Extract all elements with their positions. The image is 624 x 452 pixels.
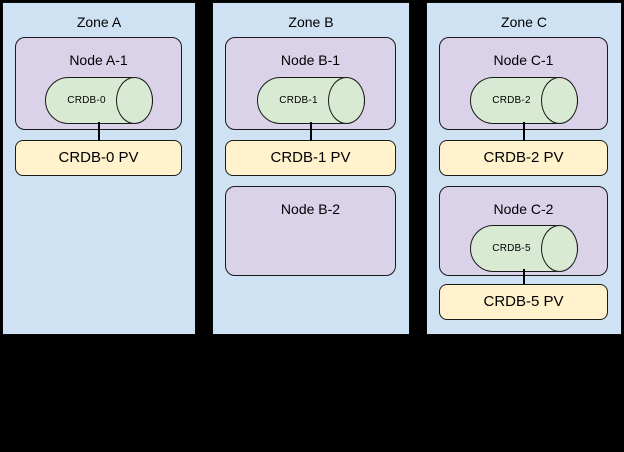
- cylinder-end-ellipse: [327, 77, 365, 124]
- zone-c-title: Zone C: [501, 14, 547, 30]
- zone-b: Zone B Node B-1 CRDB-1 CRDB-1 PV Node B-…: [212, 2, 410, 335]
- crdb-2-pv-label: CRDB-2 PV: [483, 149, 564, 166]
- node-c-2: Node C-2 CRDB-5: [439, 186, 608, 276]
- crdb-5-cylinder: CRDB-5: [469, 225, 578, 272]
- crdb-5-pv-label: CRDB-5 PV: [483, 293, 564, 310]
- node-a-1-title: Node A-1: [69, 52, 128, 68]
- connector-crdb-1-to-pv: [310, 122, 312, 141]
- crdb-0-pv: CRDB-0 PV: [15, 140, 182, 176]
- crdb-1-pv-label: CRDB-1 PV: [270, 149, 351, 166]
- crdb-2-cylinder-label: CRDB-2: [492, 95, 531, 106]
- crdb-2-pv: CRDB-2 PV: [439, 140, 608, 176]
- node-c-1-title: Node C-1: [493, 52, 554, 68]
- cylinder-end-ellipse: [540, 77, 578, 124]
- crdb-5-cylinder-label: CRDB-5: [492, 243, 531, 254]
- crdb-0-pv-label: CRDB-0 PV: [58, 149, 139, 166]
- connector-crdb-2-to-pv: [523, 122, 525, 141]
- crdb-2-cylinder: CRDB-2: [469, 77, 578, 124]
- node-b-1-title: Node B-1: [280, 52, 341, 68]
- node-c-1: Node C-1 CRDB-2: [439, 37, 608, 130]
- node-b-2-title: Node B-2: [280, 201, 341, 217]
- node-c-2-title: Node C-2: [493, 201, 554, 217]
- zone-a-title: Zone A: [76, 14, 122, 30]
- cylinder-end-ellipse: [115, 77, 153, 124]
- cylinder-end-ellipse: [540, 225, 578, 272]
- crdb-0-cylinder-label: CRDB-0: [67, 95, 106, 106]
- node-a-1: Node A-1 CRDB-0: [15, 37, 182, 130]
- crdb-5-pv: CRDB-5 PV: [439, 284, 608, 320]
- crdb-1-cylinder: CRDB-1: [256, 77, 365, 124]
- node-b-1: Node B-1 CRDB-1: [225, 37, 396, 130]
- zone-a: Zone A Node A-1 CRDB-0 CRDB-0 PV: [2, 2, 196, 335]
- crdb-1-pv: CRDB-1 PV: [225, 140, 396, 176]
- connector-crdb-5-to-pv: [523, 269, 525, 284]
- node-b-2: Node B-2: [225, 186, 396, 276]
- zone-b-title: Zone B: [288, 14, 334, 30]
- crdb-1-cylinder-label: CRDB-1: [279, 95, 318, 106]
- zone-c: Zone C Node C-1 CRDB-2 CRDB-2 PV Node C-…: [426, 2, 622, 335]
- crdb-0-cylinder: CRDB-0: [44, 77, 153, 124]
- connector-crdb-0-to-pv: [98, 122, 100, 141]
